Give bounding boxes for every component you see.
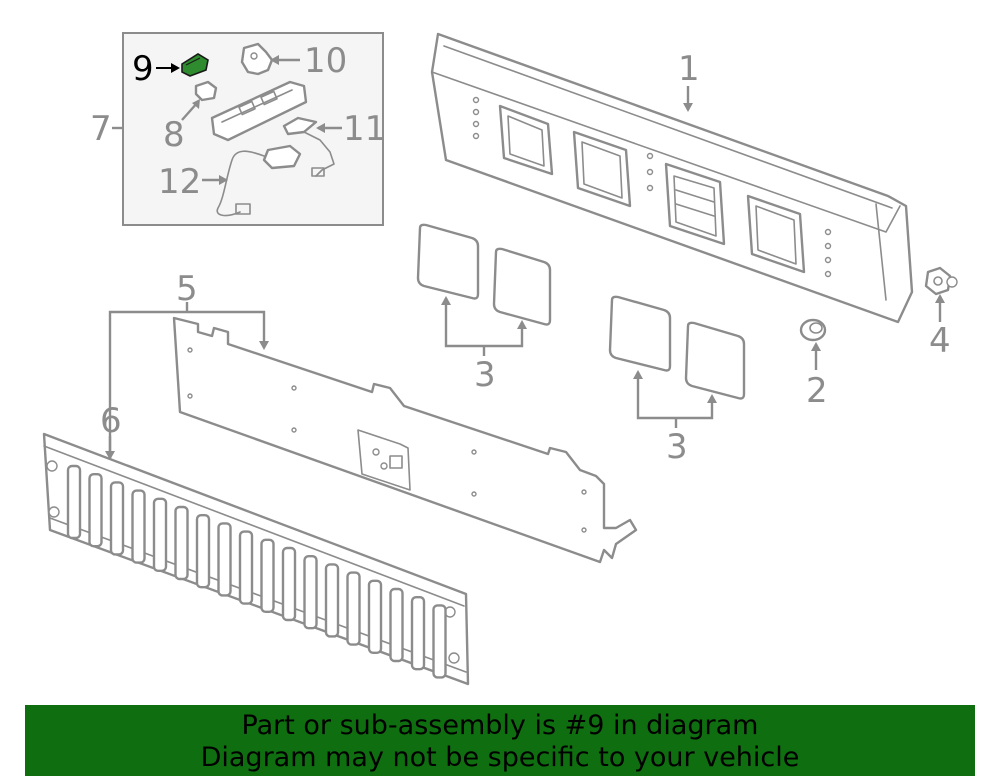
leader-1 <box>683 86 693 112</box>
grille-slot <box>238 530 254 605</box>
leader-3a <box>441 296 527 356</box>
grille-slot <box>152 497 168 572</box>
grille-slot <box>109 481 125 556</box>
callout-6: 6 <box>100 401 122 441</box>
leader-8 <box>181 99 200 121</box>
leader-5 <box>108 302 269 460</box>
grille-slot <box>195 514 211 589</box>
leader-2 <box>811 342 821 370</box>
leader-12 <box>202 175 228 185</box>
callout-2: 2 <box>806 371 828 411</box>
grille-slot <box>432 604 447 679</box>
leader-4 <box>935 294 945 322</box>
callout-12: 12 <box>158 162 201 202</box>
part-3-pad-d[interactable] <box>684 321 746 400</box>
part-11[interactable] <box>282 116 335 177</box>
grille-slot <box>217 522 232 597</box>
part-8[interactable] <box>194 80 218 102</box>
callout-9: 9 <box>132 49 154 89</box>
leader-11 <box>316 123 342 133</box>
leader-6 <box>105 436 115 460</box>
grille-slot <box>410 596 426 671</box>
callout-11: 11 <box>343 109 386 149</box>
part-2-grommet[interactable] <box>799 318 827 342</box>
part-10[interactable] <box>240 42 274 76</box>
grille-slot <box>281 546 297 622</box>
grille-slot <box>346 571 361 646</box>
callout-1: 1 <box>678 49 700 89</box>
grille-slot <box>324 563 340 638</box>
grille-slot <box>389 587 404 663</box>
banner-line-1: Part or sub-assembly is #9 in diagram <box>241 710 759 741</box>
part-3-pad-a[interactable] <box>416 223 480 300</box>
callout-10: 10 <box>304 41 347 81</box>
part-12-harness[interactable] <box>216 144 302 217</box>
grille-slot <box>131 489 146 564</box>
parts-diagram: 9 10 8 11 12 <box>42 32 958 686</box>
leader-3b <box>633 370 717 428</box>
part-1-frame-panel[interactable] <box>430 32 914 324</box>
leader-9 <box>156 63 180 73</box>
switch-housing[interactable] <box>210 80 308 142</box>
part-9-highlighted[interactable] <box>181 53 209 77</box>
callout-3b: 3 <box>666 427 688 467</box>
grille-slot <box>66 464 82 540</box>
callout-3a: 3 <box>474 355 496 395</box>
info-banner: Part or sub-assembly is #9 in diagram Di… <box>25 705 975 776</box>
callout-7: 7 <box>90 109 112 149</box>
grille-slot <box>174 505 189 581</box>
part-4-clip[interactable] <box>924 266 958 296</box>
callout-8: 8 <box>163 115 185 155</box>
part-5-inner-panel[interactable] <box>172 316 638 564</box>
grille-slot <box>367 579 383 654</box>
grille-slot <box>88 473 103 548</box>
part-3-pad-c[interactable] <box>608 295 672 372</box>
leader-10 <box>270 55 300 65</box>
callout-5: 5 <box>176 269 198 309</box>
part-3-pad-b[interactable] <box>492 247 552 326</box>
grille-slot <box>260 538 275 613</box>
grille-slots <box>66 464 447 679</box>
callout-4: 4 <box>929 321 951 361</box>
grille-slot <box>303 555 318 630</box>
banner-line-2: Diagram may not be specific to your vehi… <box>200 742 800 773</box>
